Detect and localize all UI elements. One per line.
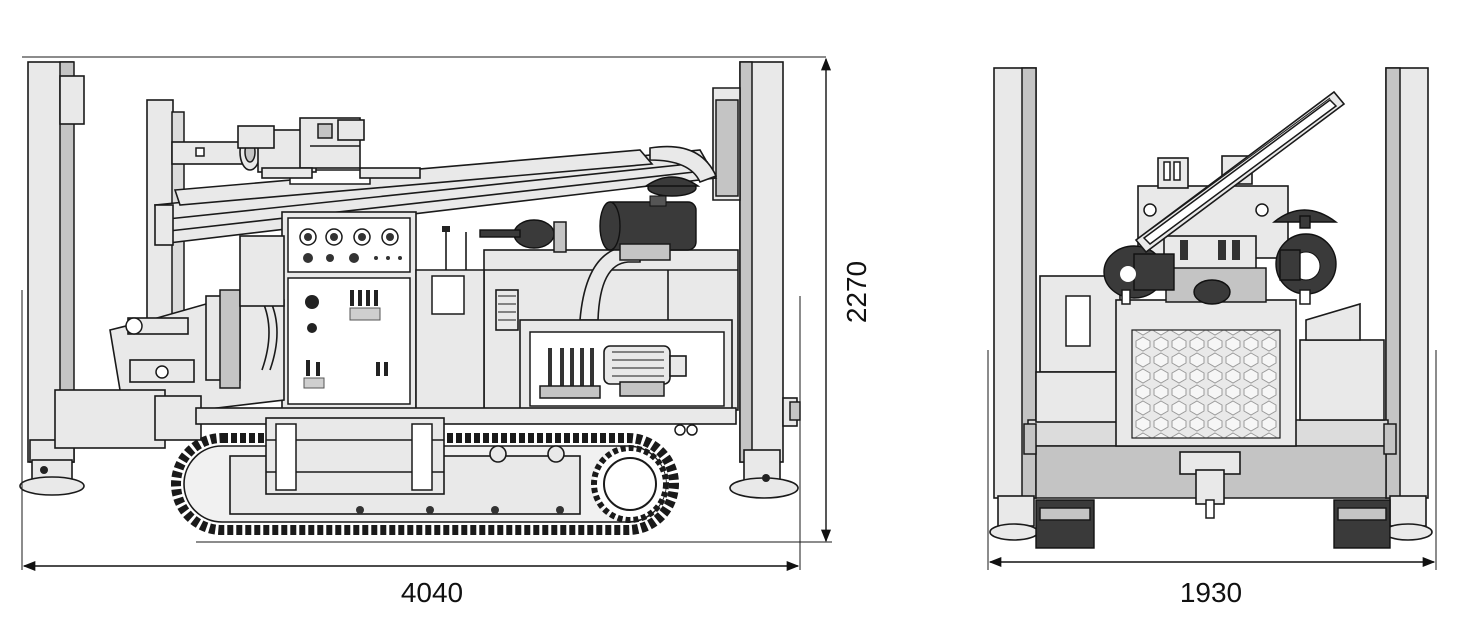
width-dimension: 1930 bbox=[987, 350, 1437, 608]
valve-compartment bbox=[519, 319, 733, 411]
height-label: 2270 bbox=[841, 261, 872, 323]
width-label: 1930 bbox=[1180, 577, 1242, 608]
right-outrigger bbox=[729, 61, 801, 499]
rotary-head bbox=[171, 117, 365, 179]
front-left-track-band bbox=[1039, 507, 1091, 521]
front-right-cover bbox=[1305, 302, 1361, 341]
front-upper-block bbox=[1137, 155, 1289, 303]
air-filter bbox=[599, 176, 701, 261]
length-label: 4040 bbox=[401, 577, 463, 608]
front-left-drum bbox=[1103, 245, 1175, 305]
front-left-lower-module bbox=[1035, 371, 1123, 423]
front-left-track bbox=[1035, 499, 1095, 549]
front-right-track-band bbox=[1337, 507, 1387, 521]
control-panel bbox=[281, 211, 485, 411]
front-drill-mast bbox=[1134, 90, 1346, 254]
front-left-module-window bbox=[1065, 295, 1091, 347]
front-right-module bbox=[1299, 339, 1385, 421]
front-right-filter bbox=[1193, 209, 1339, 305]
muffler bbox=[479, 219, 567, 253]
front-right-track bbox=[1333, 499, 1391, 549]
front-view: 1930 bbox=[987, 67, 1437, 608]
radiator bbox=[1115, 299, 1297, 447]
side-view: 4040 2270 bbox=[19, 56, 872, 608]
mast-frame bbox=[146, 87, 741, 351]
front-right-outrigger bbox=[1383, 67, 1433, 541]
height-dimension: 2270 bbox=[740, 57, 872, 543]
length-dimension: 4040 bbox=[21, 290, 801, 608]
crawler-track bbox=[171, 417, 679, 535]
front-left-outrigger bbox=[989, 67, 1039, 541]
clamp-mechanism bbox=[54, 235, 285, 449]
